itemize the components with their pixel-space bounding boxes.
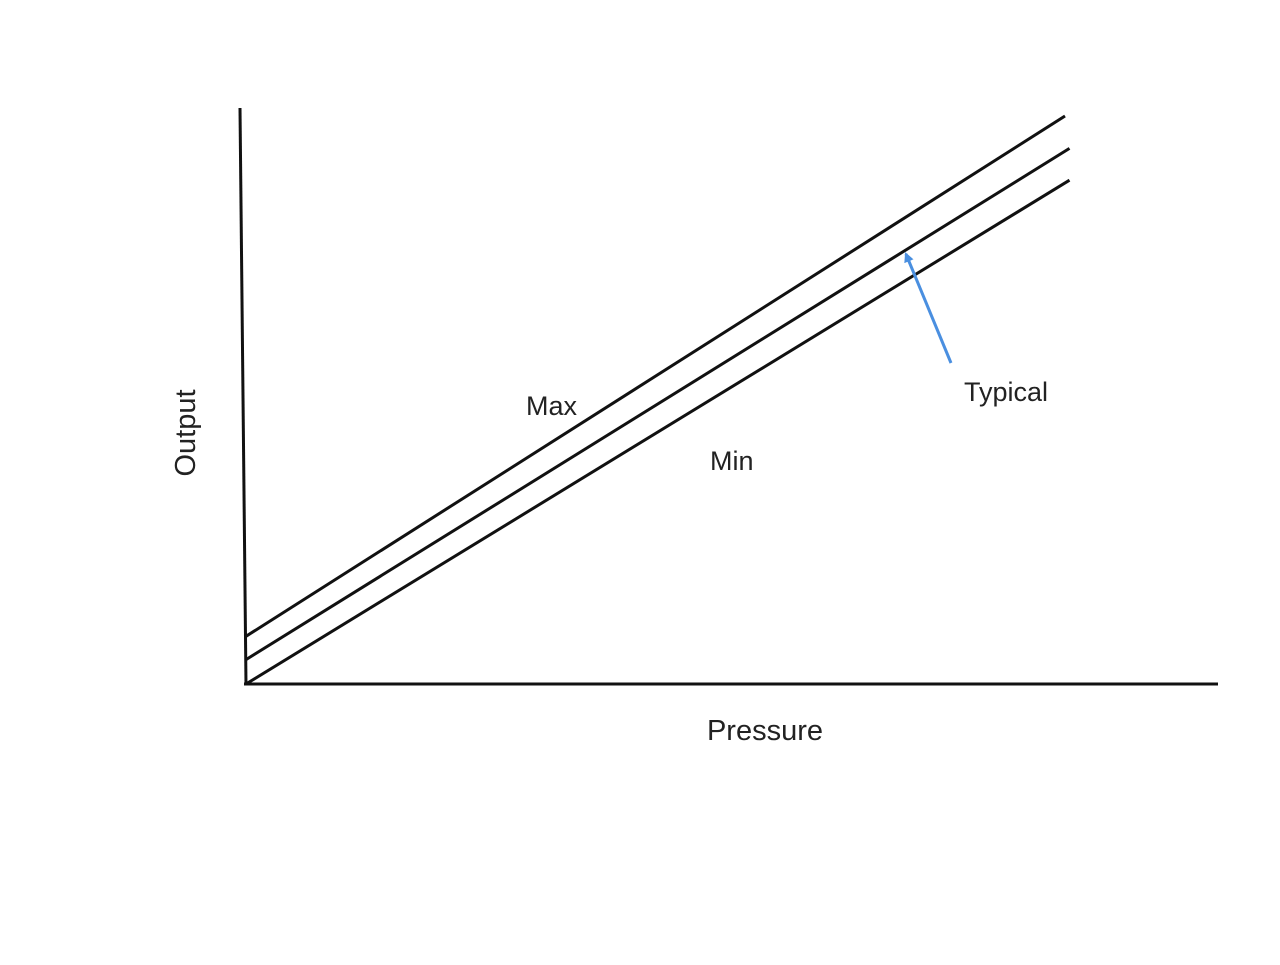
y-axis-line bbox=[238, 107, 248, 686]
series-line-max bbox=[245, 114, 1066, 638]
series-label-typical: Typical bbox=[964, 377, 1048, 407]
typical-arrow bbox=[904, 252, 953, 364]
series-layer bbox=[245, 114, 1071, 686]
series-line-typical bbox=[245, 147, 1071, 661]
y-axis-title: Output bbox=[170, 389, 202, 476]
series-label-min: Min bbox=[710, 446, 754, 476]
series-label-max: Max bbox=[526, 391, 578, 421]
series-line-min bbox=[245, 178, 1071, 686]
x-axis-title: Pressure bbox=[707, 715, 823, 747]
